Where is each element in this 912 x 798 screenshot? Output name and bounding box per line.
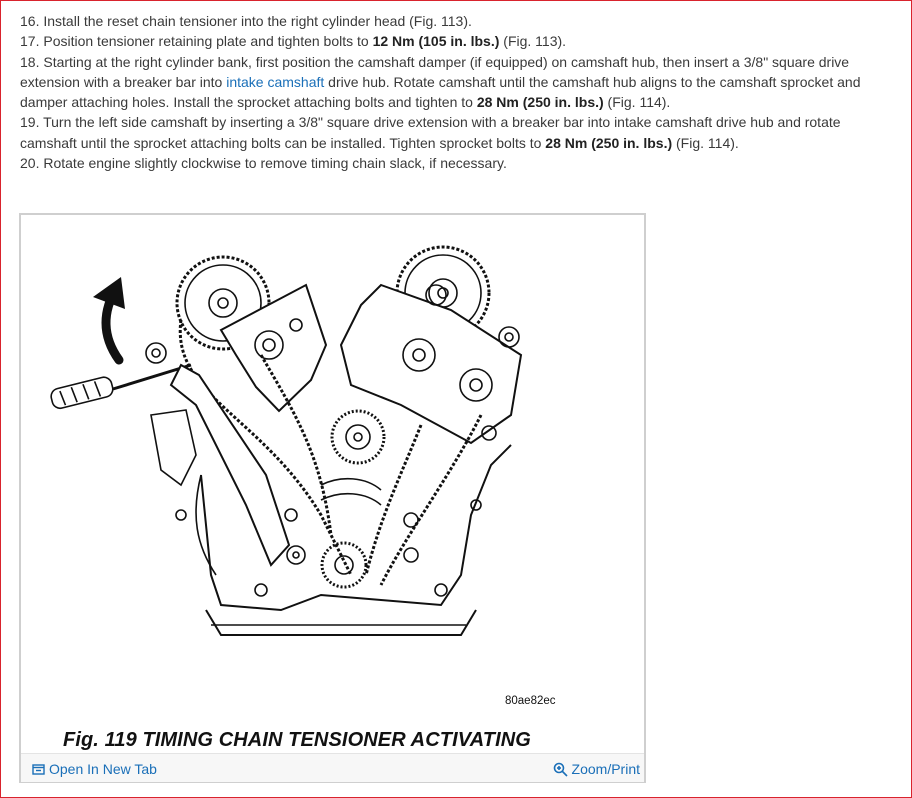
step-19: 19. Turn the left side camshaft by inser… [20,114,841,151]
torque-value: 12 Nm (105 in. lbs.) [372,33,500,50]
zoom-print-label: Zoom/Print [571,761,640,777]
figure-toolbar: Open In New Tab Zoom/Print [21,753,644,782]
external-window-icon [32,763,45,775]
open-in-new-tab-button[interactable]: Open In New Tab [32,761,157,777]
torque-value: 28 Nm (250 in. lbs.) [545,134,673,151]
open-in-new-tab-label: Open In New Tab [49,761,157,777]
screwdriver-icon [50,363,192,410]
instruction-steps: 16. Install the reset chain tensioner in… [20,11,892,173]
magnifier-plus-icon [553,762,568,777]
figure-code: 80ae82ec [505,695,556,707]
step-16: 16. Install the reset chain tensioner in… [20,13,472,29]
torque-value: 28 Nm (250 in. lbs.) [476,94,604,111]
figure-caption: Fig. 119 TIMING CHAIN TENSIONER ACTIVATI… [63,729,531,751]
step-20: 20. Rotate engine slightly clockwise to … [20,155,507,172]
step-18: 18. Starting at the right cylinder bank,… [20,53,861,111]
figure-119: 80ae82ec Fig. 119 TIMING CHAIN TENSIONER… [19,213,646,783]
zoom-print-button[interactable]: Zoom/Print [553,761,640,777]
intake-camshaft-link[interactable]: intake camshaft [226,73,325,90]
step-17: 17. Position tensioner retaining plate a… [20,33,567,50]
timing-chain-illustration[interactable] [21,215,644,751]
